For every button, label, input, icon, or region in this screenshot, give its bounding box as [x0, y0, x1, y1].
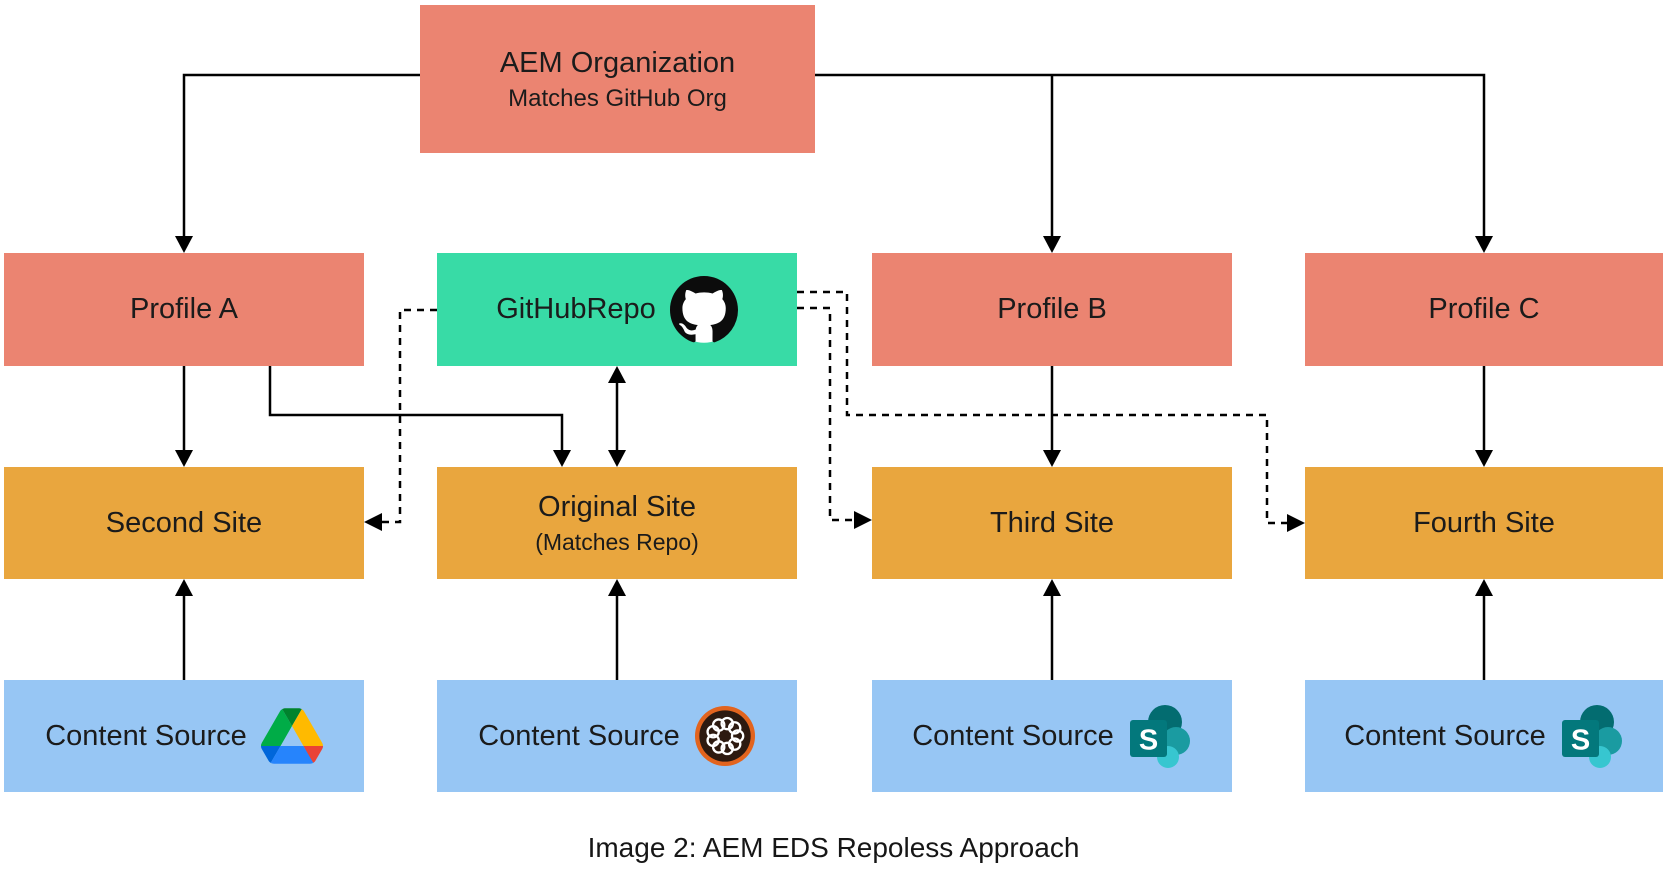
connector-content-source-3-to-third-site: [1043, 579, 1061, 680]
connector-aem-org-to-profile-a: [175, 73, 420, 253]
third-site-label: Third Site: [989, 506, 1115, 539]
content-source-4-label: Content Source: [1344, 719, 1546, 752]
second-site-label: Second Site: [105, 506, 263, 539]
github-icon: [669, 275, 738, 343]
diagram-caption: Image 2: AEM EDS Repoless Approach: [587, 832, 1080, 863]
connector-github-repo-to-fourth-site-dashed: [797, 290, 1305, 532]
connector-github-repo-original-site-double-arrow: [608, 366, 626, 467]
node-content-source-2: Content Source: [437, 680, 797, 792]
profile-a-label: Profile A: [130, 293, 238, 326]
profile-b-label: Profile B: [997, 293, 1107, 326]
connector-content-source-2-to-original-site: [608, 579, 626, 680]
content-source-2-label: Content Source: [478, 719, 680, 752]
connector-profile-a-to-second-site: [175, 366, 193, 467]
connector-aem-org-to-profile-b-and-c: [815, 73, 1493, 253]
node-content-source-1: Content Source: [4, 680, 364, 792]
node-aem-organization: AEM Organization Matches GitHub Org: [420, 5, 815, 153]
node-original-site: Original Site (Matches Repo): [437, 467, 797, 579]
original-site-subtitle: (Matches Repo): [535, 528, 699, 555]
connector-content-source-1-to-second-site: [175, 579, 193, 680]
node-second-site: Second Site: [4, 467, 364, 579]
node-third-site: Third Site: [872, 467, 1232, 579]
google-drive-icon: [260, 708, 323, 764]
sharepoint-icon: S: [1561, 705, 1622, 768]
connector-github-repo-to-third-site-dashed: [797, 306, 872, 529]
content-source-1-label: Content Source: [45, 719, 247, 752]
aem-organization-title: AEM Organization: [499, 46, 736, 79]
fourth-site-label: Fourth Site: [1413, 506, 1555, 539]
connector-github-repo-to-second-site-dashed: [364, 308, 437, 531]
content-source-3-label: Content Source: [912, 719, 1114, 752]
node-content-source-3: Content Source S: [872, 680, 1232, 792]
profile-c-label: Profile C: [1428, 293, 1540, 326]
node-content-source-4: Content Source S: [1305, 680, 1663, 792]
sharepoint-letter: S: [1139, 725, 1158, 757]
connector-profile-b-to-third-site: [1043, 366, 1061, 467]
original-site-title: Original Site: [538, 491, 696, 524]
connector-profile-c-to-fourth-site: [1475, 366, 1493, 467]
node-fourth-site: Fourth Site: [1305, 467, 1663, 579]
sharepoint-icon: S: [1129, 705, 1190, 768]
node-profile-c: Profile C: [1305, 253, 1663, 366]
node-profile-a: Profile A: [4, 253, 364, 366]
connector-content-source-4-to-fourth-site: [1475, 579, 1493, 680]
aem-organization-subtitle: Matches GitHub Org: [508, 84, 727, 112]
node-github-repo: GitHubRepo: [437, 253, 797, 366]
sharepoint-letter: S: [1571, 725, 1590, 757]
aem-icon: [694, 705, 755, 767]
node-profile-b: Profile B: [872, 253, 1232, 366]
github-repo-label: GitHubRepo: [496, 293, 656, 326]
connector-profile-a-to-original-site: [268, 366, 571, 467]
